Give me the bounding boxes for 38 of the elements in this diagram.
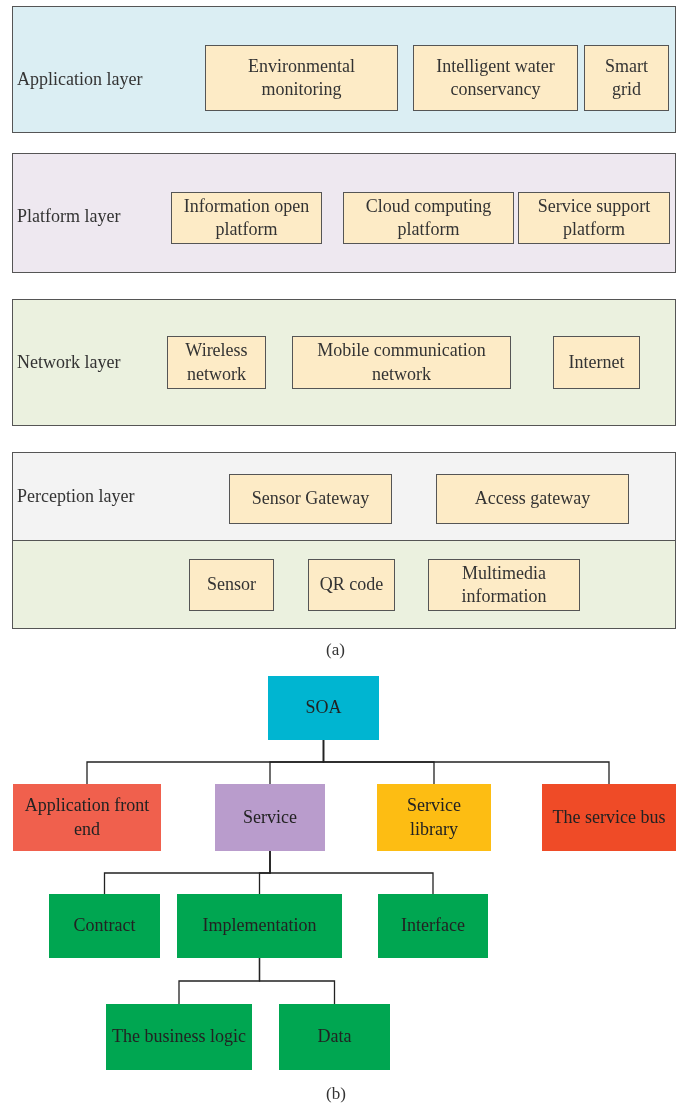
tree-box: Service library <box>377 784 491 851</box>
panel-label: (a) <box>326 640 345 660</box>
component-box: Cloud computing platform <box>343 192 514 244</box>
component-box: Information open platform <box>171 192 322 244</box>
layer-band <box>12 299 676 426</box>
component-box: Internet <box>553 336 640 389</box>
component-box: Intelligent water conservancy <box>413 45 578 111</box>
tree-box: The service bus <box>542 784 676 851</box>
tree-box: Application front end <box>13 784 161 851</box>
panel-label: (b) <box>326 1084 346 1104</box>
tree-box: Data <box>279 1004 390 1070</box>
component-box: Wireless network <box>167 336 266 389</box>
connector-line <box>322 739 610 785</box>
component-box: QR code <box>308 559 395 611</box>
layer-band <box>12 540 676 629</box>
layer-band <box>12 153 676 273</box>
connector-line <box>269 850 434 895</box>
component-box: Mobile communication network <box>292 336 511 389</box>
tree-box: Contract <box>49 894 160 958</box>
tree-box: The business logic <box>106 1004 252 1070</box>
layer-band <box>12 6 676 133</box>
component-box: Sensor <box>189 559 274 611</box>
tree-box: Interface <box>378 894 488 958</box>
component-box: Environmental monitoring <box>205 45 398 111</box>
connector-line <box>258 957 336 1005</box>
component-box: Access gateway <box>436 474 629 524</box>
component-box: Sensor Gateway <box>229 474 392 524</box>
tree-box: Service <box>215 784 325 851</box>
component-box: Multimedia information <box>428 559 580 611</box>
layer-band <box>12 452 676 629</box>
component-box: Smart grid <box>584 45 669 111</box>
component-box: Service support platform <box>518 192 670 244</box>
layer-label: Application layer <box>17 69 143 90</box>
tree-box: Implementation <box>177 894 342 958</box>
layer-label: Network layer <box>17 352 121 373</box>
layer-label: Perception layer <box>17 486 135 507</box>
tree-box: SOA <box>268 676 379 740</box>
layer-label: Platform layer <box>17 206 121 227</box>
